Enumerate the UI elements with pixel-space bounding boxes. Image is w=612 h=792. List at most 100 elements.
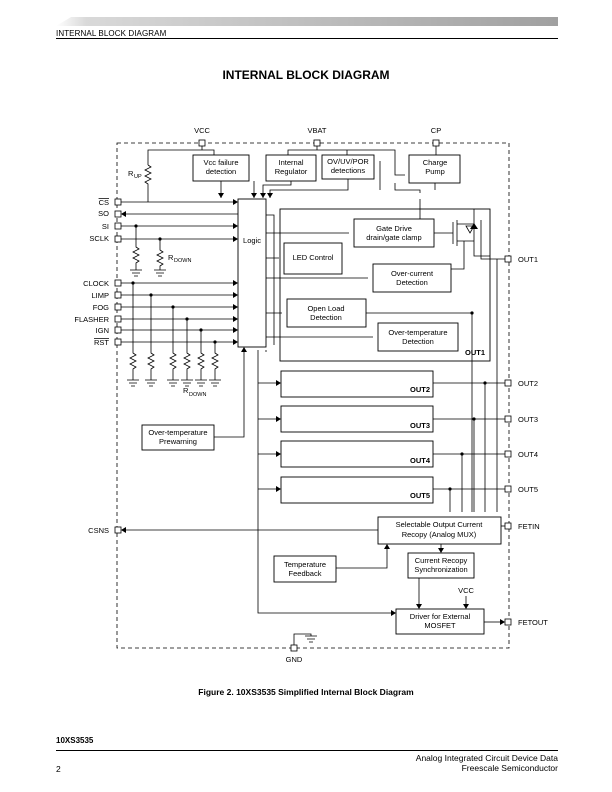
over-current-text-1: Over-current	[391, 269, 434, 278]
out1-pin	[504, 255, 512, 263]
over-temperature-detection-block	[377, 322, 459, 352]
temp-text-1: Temperature	[284, 560, 326, 569]
cs-pin	[114, 198, 122, 206]
out-lines	[433, 382, 505, 490]
limp-pin	[114, 291, 122, 299]
page-number: 2	[56, 764, 61, 774]
out1-label: OUT1	[518, 255, 538, 264]
clamp-diode	[470, 223, 478, 229]
header-rule	[56, 38, 558, 39]
rst-label: RST	[94, 338, 109, 347]
vcc-label: VCC	[194, 126, 210, 135]
driver-in-arrow	[391, 610, 396, 616]
out2-pin	[504, 379, 512, 387]
ovuv-block	[321, 154, 375, 180]
over-temperature-prewarning-block	[141, 424, 215, 451]
csns-arrow	[121, 527, 126, 533]
rst-pin	[114, 338, 122, 346]
temp-text-2: Feedback	[289, 569, 322, 578]
fog-label: FOG	[93, 303, 109, 312]
vcc-failure-text-1: Vcc failure	[203, 158, 238, 167]
gnd-pin	[290, 644, 298, 652]
gate-drive-text-1: Gate Drive	[376, 224, 412, 233]
vcc-pin	[198, 139, 206, 147]
so-arrow	[121, 211, 126, 217]
temp-line	[336, 549, 388, 569]
internal-regulator-text-2: Regulator	[275, 167, 308, 176]
sync-text-1: Current Recopy	[415, 556, 468, 565]
flasher-label: FLASHER	[74, 315, 109, 324]
fog-pin	[114, 303, 122, 311]
si-label: SI	[102, 222, 109, 231]
open-load-text-2: Detection	[310, 313, 342, 322]
sclk-pulldown	[154, 239, 166, 277]
ovuv-text-1: OV/UV/POR	[327, 157, 369, 166]
mux-text-1: Selectable Output Current	[396, 520, 484, 529]
sclk-arrow	[233, 236, 238, 242]
footer-rule	[56, 750, 558, 751]
fetout-pin	[504, 618, 512, 626]
led-control-block	[283, 242, 343, 275]
rup-label: R	[128, 169, 134, 178]
gate-drive-text-2: drain/gate clamp	[366, 233, 421, 242]
out1-tag: OUT1	[465, 348, 485, 357]
over-current-text-2: Detection	[396, 278, 428, 287]
control-arrows	[233, 280, 238, 345]
so-pin	[114, 210, 122, 218]
analog-mux-block	[377, 516, 502, 545]
sync-text-2: Synchronization	[414, 565, 467, 574]
supply-rail	[147, 146, 405, 176]
cp-pin	[432, 139, 440, 147]
out-channels: OUT2 OUT3 OUT4 OUT5 OUT2 OUT3 OUT4 OUT5	[257, 259, 538, 614]
rdown1-sub: DOWN	[174, 258, 191, 264]
rdown2-sub: DOWN	[189, 392, 206, 398]
out5-block	[280, 476, 434, 504]
gnd-symbol	[293, 633, 317, 645]
charge-pump-text-2: Pump	[425, 167, 445, 176]
csns-label: CSNS	[88, 526, 109, 535]
out5-tag: OUT5	[410, 491, 430, 500]
led-control-text: LED Control	[293, 253, 334, 262]
out3-block	[280, 405, 434, 433]
fetout-label: FETOUT	[518, 618, 548, 627]
out2-tag: OUT2	[410, 385, 430, 394]
fetin-label: FETIN	[518, 522, 540, 531]
page-title: INTERNAL BLOCK DIAGRAM	[222, 68, 390, 82]
rdown1-label: R	[168, 253, 174, 262]
temp-arrow	[384, 544, 390, 549]
flasher-pin	[114, 315, 122, 323]
ign-pin	[114, 326, 122, 334]
sync-lines	[418, 544, 442, 604]
fetout-arrow	[500, 619, 505, 625]
internal-regulator-text-1: Internal	[278, 158, 303, 167]
si-pulldown	[130, 226, 142, 277]
out5-label: OUT5	[518, 485, 538, 494]
out5-pin	[504, 485, 512, 493]
charge-pump-text-1: Charge	[423, 158, 448, 167]
csns-pin	[114, 526, 122, 534]
driver-text-2: MOSFET	[424, 621, 456, 630]
logic-right-lines	[265, 214, 275, 352]
otp-arrow	[241, 347, 247, 352]
over-current-block	[372, 263, 452, 293]
out3-label: OUT3	[518, 415, 538, 424]
mux-text-2: Recopy (Analog MUX)	[402, 530, 477, 539]
control-pins: CLOCK LIMP FOG FLASHER IGN RST	[74, 279, 122, 347]
vbat-pin	[313, 139, 321, 147]
internal-regulator-block	[265, 154, 317, 182]
sense-bus	[449, 259, 498, 512]
logic-bus	[257, 350, 392, 614]
otp-line	[214, 352, 245, 438]
driver-text-1: Driver for External	[410, 612, 471, 621]
clock-pin	[114, 279, 122, 287]
external-mosfet-driver-block	[395, 608, 485, 635]
section-header: INTERNAL BLOCK DIAGRAM	[56, 29, 167, 38]
cs-label: CS	[99, 198, 109, 207]
vcc-failure-text-2: detection	[206, 167, 236, 176]
si-pin	[114, 222, 122, 230]
figure-caption: Figure 2. 10XS3535 Simplified Internal B…	[198, 687, 414, 697]
out3-tag: OUT3	[410, 421, 430, 430]
out2-block	[280, 370, 434, 398]
gnd-label: GND	[286, 655, 303, 664]
